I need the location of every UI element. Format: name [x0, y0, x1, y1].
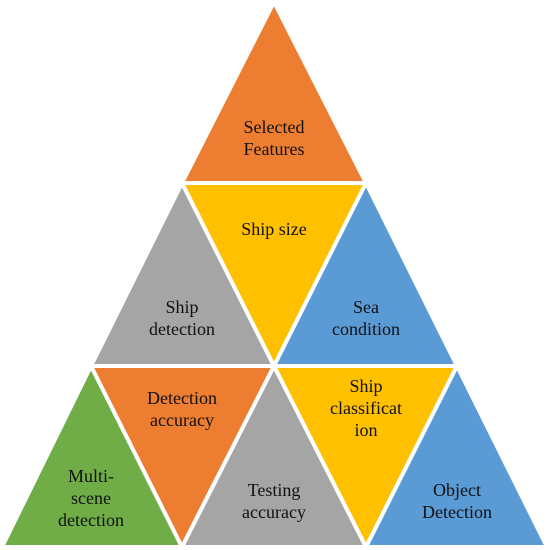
object-detection-label: Object Detection	[422, 480, 492, 522]
ship-size-label: Ship size	[241, 219, 307, 239]
svg-text:Selected: Selected	[244, 117, 305, 137]
svg-text:accuracy: accuracy	[242, 502, 306, 522]
svg-text:detection: detection	[149, 319, 215, 339]
svg-text:Object: Object	[433, 480, 481, 500]
svg-text:Features: Features	[244, 139, 305, 159]
svg-text:accuracy: accuracy	[150, 410, 214, 430]
svg-text:ion: ion	[354, 420, 377, 440]
svg-text:scene: scene	[71, 488, 111, 508]
sea-condition-label: Sea condition	[332, 297, 400, 339]
svg-text:Ship: Ship	[349, 376, 382, 396]
svg-text:Multi-: Multi-	[68, 466, 114, 486]
ship-classification-label: Ship classificat ion	[330, 376, 402, 440]
svg-text:Detection: Detection	[422, 502, 492, 522]
svg-text:Detection: Detection	[147, 388, 217, 408]
svg-text:Testing: Testing	[248, 480, 301, 500]
svg-text:detection: detection	[58, 510, 124, 530]
multi-scene-detection-label: Multi- scene detection	[58, 466, 124, 530]
svg-text:Sea: Sea	[353, 297, 379, 317]
svg-text:classificat: classificat	[330, 398, 402, 418]
svg-text:Ship size: Ship size	[241, 219, 307, 239]
svg-text:condition: condition	[332, 319, 400, 339]
selected-features-label: Selected Features	[244, 117, 305, 159]
svg-text:Ship: Ship	[165, 297, 198, 317]
object-detection-triangle	[362, 361, 549, 549]
testing-accuracy-label: Testing accuracy	[242, 480, 306, 522]
detection-accuracy-label: Detection accuracy	[147, 388, 217, 430]
ship-detection-label: Ship detection	[149, 297, 215, 339]
